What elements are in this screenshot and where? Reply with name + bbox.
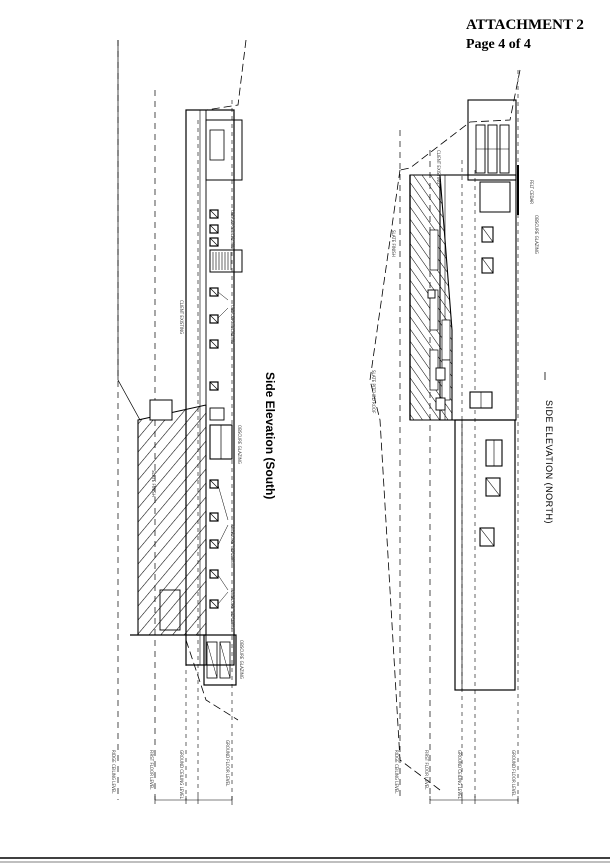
svg-text:GROUND FLOOR LEVEL: GROUND FLOOR LEVEL [511,750,516,797]
svg-text:OBSCURE GLAZING: OBSCURE GLAZING [534,215,539,254]
attachment-header: ATTACHMENT 2 Page 4 of 4 [466,16,584,54]
page-number: Page 4 of 4 [466,37,531,52]
svg-text:OBSCURE GLAZING: OBSCURE GLAZING [230,210,235,249]
svg-text:CLIENT EXISTING: CLIENT EXISTING [436,150,441,184]
svg-text:SLATE PITCHED ROOF: SLATE PITCHED ROOF [371,370,376,414]
north-elevation-drawing: CLIENT EXISTING SLATE FINISH SLATE PITCH… [369,69,546,805]
svg-text:FELT CEDAR: FELT CEDAR [529,180,534,204]
svg-text:FIRST FLOOR LEVEL: FIRST FLOOR LEVEL [149,750,154,790]
north-elevation-title: SIDE ELEVATION (NORTH) [544,400,554,524]
svg-text:RIDGE CEILING LEVEL: RIDGE CEILING LEVEL [394,750,399,794]
svg-text:GROUND CEILING LEVEL: GROUND CEILING LEVEL [179,750,184,800]
svg-text:OBSCURE GLAZING: OBSCURE GLAZING [230,525,235,564]
svg-text:SLATE FINISH: SLATE FINISH [151,470,156,497]
svg-text:OBSCURE GLAZING: OBSCURE GLAZING [230,590,235,629]
attachment-label: ATTACHMENT 2 [466,17,584,33]
svg-text:OBSCURE GLAZING: OBSCURE GLAZING [239,640,244,679]
svg-text:OBSCURE GLAZING: OBSCURE GLAZING [237,425,242,464]
svg-text:FIRST FLOOR LEVEL: FIRST FLOOR LEVEL [424,750,429,790]
svg-text:GROUND CEILING LEVEL: GROUND CEILING LEVEL [457,750,462,800]
south-elevation-title: Side Elevation (South) [263,372,277,499]
south-elevation-drawing: OBSCURE GLAZING OBSCURE GLAZING OBSCURE … [111,39,247,805]
svg-text:RIDGE CEILING LEVEL: RIDGE CEILING LEVEL [111,750,116,794]
svg-text:CLIENT EXISTING: CLIENT EXISTING [179,300,184,334]
svg-text:SLATE FINISH: SLATE FINISH [391,230,396,257]
svg-text:GROUND FLOOR LEVEL: GROUND FLOOR LEVEL [225,740,230,787]
svg-text:OBSCURE GLAZING: OBSCURE GLAZING [230,305,235,344]
